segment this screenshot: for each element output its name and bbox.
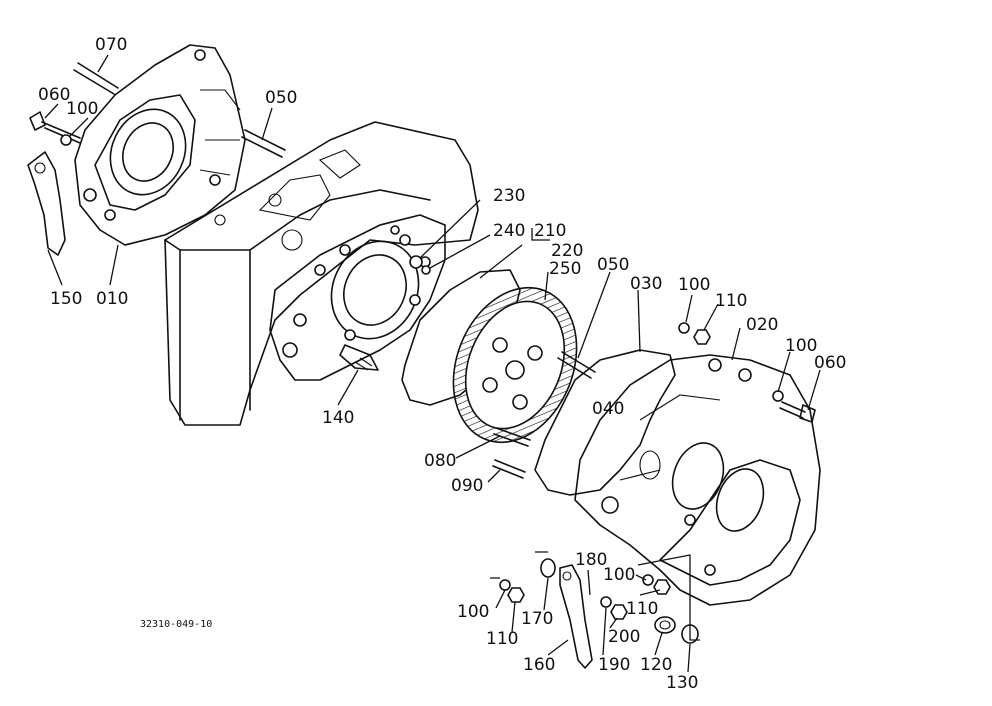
callout-180: 180 xyxy=(575,550,607,570)
callout-120: 120 xyxy=(640,655,672,675)
pin-240 xyxy=(421,265,431,275)
callout-070: 070 xyxy=(95,35,127,55)
washer-100-right xyxy=(772,390,784,402)
callout-050-top: 050 xyxy=(265,88,297,108)
callout-160: 160 xyxy=(523,655,555,675)
callout-140: 140 xyxy=(322,408,354,428)
o-ring-230 xyxy=(409,255,423,269)
callout-060-right: 060 xyxy=(814,353,846,373)
callout-100-mid: 100 xyxy=(678,275,710,295)
callout-060-left: 060 xyxy=(38,85,70,105)
nut-110-mid xyxy=(693,329,711,345)
washer-100-bl xyxy=(499,579,511,591)
callout-110-low: 110 xyxy=(626,599,658,619)
nut-110-bl xyxy=(507,587,525,603)
callout-labels: 070 060 100 050 150 010 230 240 210 220 … xyxy=(38,35,846,693)
seal-170 xyxy=(540,558,556,578)
nut-110-low xyxy=(653,579,671,595)
drawing-reference: 32310-049-10 xyxy=(140,619,212,630)
callout-190: 190 xyxy=(598,655,630,675)
engine-rear-plate xyxy=(269,214,446,381)
nut-200 xyxy=(610,604,628,620)
callout-150: 150 xyxy=(50,289,82,309)
callout-170: 170 xyxy=(521,609,553,629)
lever-150 xyxy=(27,151,66,256)
leader-lines xyxy=(44,54,821,673)
gasket-030 xyxy=(534,349,676,496)
callout-020: 020 xyxy=(746,315,778,335)
callout-080: 080 xyxy=(424,451,456,471)
lever-160 xyxy=(559,564,593,669)
bolt-060-right xyxy=(779,401,816,423)
callout-250: 250 xyxy=(549,259,581,279)
stud-070 xyxy=(73,62,119,95)
transmission-case-020 xyxy=(574,354,821,606)
washer-190 xyxy=(600,596,612,608)
callout-040: 040 xyxy=(592,399,624,419)
callout-010: 010 xyxy=(96,289,128,309)
callout-100-bl: 100 xyxy=(457,602,489,622)
stud-090 xyxy=(492,459,526,479)
callout-210: 210 xyxy=(534,221,566,241)
plug-120 xyxy=(654,616,676,634)
callout-130: 130 xyxy=(666,673,698,693)
callout-110-bl: 110 xyxy=(486,629,518,649)
callout-240: 240 xyxy=(493,221,525,241)
callout-030: 030 xyxy=(630,274,662,294)
housing-cover-010 xyxy=(74,44,246,246)
washer-100-left xyxy=(60,134,72,146)
callout-100-low: 100 xyxy=(603,565,635,585)
callout-200: 200 xyxy=(608,627,640,647)
washer-100-mid xyxy=(678,322,690,334)
shaft-140 xyxy=(339,344,379,371)
stud-050-top xyxy=(241,129,286,158)
callout-050-mid: 050 xyxy=(597,255,629,275)
callout-230: 230 xyxy=(493,186,525,206)
callout-220: 220 xyxy=(551,241,583,261)
washer-100-low xyxy=(642,574,654,586)
callout-100-left: 100 xyxy=(66,99,98,119)
clutch-plate-250 xyxy=(452,286,578,444)
callout-110-mid: 110 xyxy=(715,291,747,311)
callout-090: 090 xyxy=(451,476,483,496)
callout-100-right: 100 xyxy=(785,336,817,356)
